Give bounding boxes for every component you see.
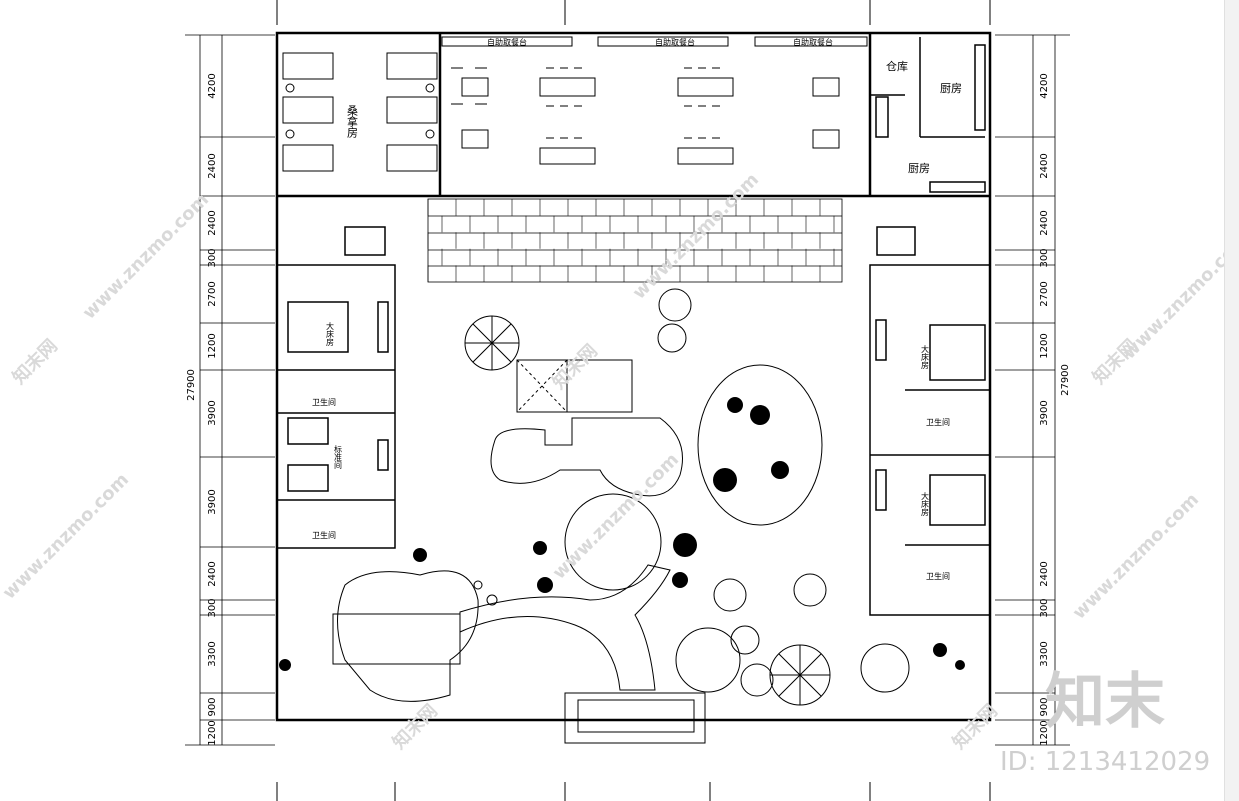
left-wing — [276, 226, 396, 549]
dimension-chain-left — [185, 34, 275, 746]
wood-deck — [490, 417, 683, 497]
axis-ticks — [276, 0, 991, 801]
dimension-labels-left: 4200 2400 2400 300 2700 1200 3900 3900 2… — [186, 73, 218, 745]
dim-left-7: 3900 — [207, 400, 218, 425]
kitchen-block — [870, 37, 986, 193]
buffet-counters — [441, 36, 868, 47]
pergola — [332, 613, 461, 665]
room-label-kitchen-1: 厨房 — [940, 82, 962, 95]
sauna-room — [282, 52, 438, 172]
dim-left-6: 1200 — [207, 333, 218, 358]
room-label-bath-right-2: 卫生间 — [926, 571, 950, 581]
dim-left-4: 300 — [207, 248, 218, 267]
right-wing — [869, 226, 991, 616]
room-label-bath-right-1: 卫生间 — [926, 417, 950, 427]
dim-right-12: 1200 — [1039, 720, 1050, 745]
buffet-label-3: 自助取餐台 — [793, 37, 833, 47]
scrollbar[interactable] — [1224, 0, 1239, 801]
buffet-label-2: 自助取餐台 — [655, 37, 695, 47]
room-label-bath-left-2: 卫生间 — [312, 530, 336, 540]
deck-stairs — [566, 359, 633, 413]
dim-right-2: 2400 — [1039, 153, 1050, 178]
dim-right-9: 300 — [1039, 598, 1050, 617]
dim-left-11: 3300 — [207, 641, 218, 666]
room-label-big-bed-left: 大床房 — [326, 321, 335, 347]
room-label-sauna: 桑拿房 — [346, 105, 359, 139]
dimension-labels-right: 4200 2400 2400 300 2700 1200 3900 2400 3… — [1039, 73, 1071, 745]
watermark-id: ID: 1213412029 — [1000, 747, 1210, 777]
dim-left-total: 27900 — [186, 369, 197, 401]
tree-symbols — [279, 397, 965, 671]
dim-right-7: 3900 — [1039, 400, 1050, 425]
dim-right-6: 1200 — [1039, 333, 1050, 358]
buffet-label-1: 自助取餐台 — [487, 37, 527, 47]
dimension-chain-right — [995, 34, 1070, 746]
dim-right-1: 4200 — [1039, 73, 1050, 98]
round-plaza — [564, 493, 662, 591]
dim-left-13: 1200 — [207, 720, 218, 745]
dim-right-total: 27900 — [1060, 364, 1071, 396]
pond — [337, 570, 479, 702]
dim-right-5: 2700 — [1039, 281, 1050, 306]
room-label-standard-left: 标准间 — [334, 444, 343, 470]
dim-right-8: 2400 — [1039, 561, 1050, 586]
courtyard-landscape — [332, 288, 910, 744]
dim-right-3: 2400 — [1039, 210, 1050, 235]
entrance-gate — [564, 692, 706, 744]
room-label-kitchen-2: 厨房 — [908, 162, 930, 175]
dim-left-8: 3900 — [207, 489, 218, 514]
dim-right-10: 3300 — [1039, 641, 1050, 666]
dim-right-11: 900 — [1039, 697, 1050, 716]
dim-left-5: 2700 — [207, 281, 218, 306]
room-label-big-bed-right-1: 大床房 — [921, 344, 930, 370]
room-label-storage: 仓库 — [886, 59, 908, 73]
dim-right-4: 300 — [1039, 248, 1050, 267]
paving-joints — [427, 199, 835, 282]
dim-left-2: 2400 — [207, 153, 218, 178]
dim-left-12: 900 — [207, 697, 218, 716]
dim-left-3: 2400 — [207, 210, 218, 235]
room-label-big-bed-right-2: 大床房 — [921, 491, 930, 517]
dining-tables — [451, 67, 840, 165]
pebble-path — [459, 564, 671, 691]
dim-left-1: 4200 — [207, 73, 218, 98]
dim-left-9: 2400 — [207, 561, 218, 586]
dim-left-10: 300 — [207, 598, 218, 617]
watermark-brand: 知末 — [1045, 667, 1165, 737]
planting-bed — [697, 364, 823, 526]
room-label-bath-left-1: 卫生间 — [312, 397, 336, 407]
